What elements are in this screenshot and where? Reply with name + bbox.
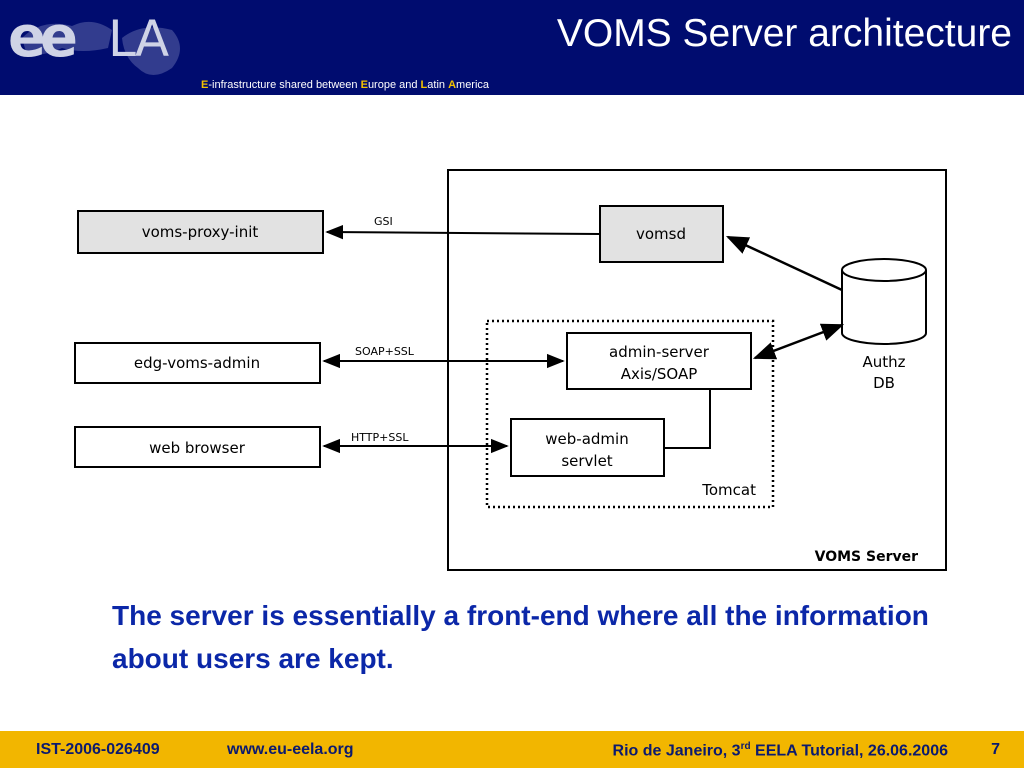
- soap-ssl-label: SOAP+SSL: [355, 345, 415, 358]
- architecture-diagram: VOMS Server Tomcat voms-proxy-init edg-v…: [74, 169, 947, 571]
- web-admin-servlet-box: [510, 418, 665, 477]
- admin-server-box: [566, 332, 752, 390]
- edg-voms-admin-box: [74, 342, 321, 384]
- vomsd-label: vomsd: [636, 225, 686, 243]
- axis-soap-label: Axis/SOAP: [621, 365, 698, 383]
- eela-logo: ee LA: [0, 0, 200, 95]
- edg-voms-admin-label: edg-voms-admin: [134, 354, 260, 372]
- db-vomsd-arrow: [725, 235, 843, 292]
- world-map-icon: [22, 21, 180, 75]
- db-label: DB: [873, 374, 895, 392]
- web-admin-label: web-admin: [545, 430, 628, 448]
- logo-la-text: LA: [108, 10, 169, 68]
- event-info: Rio de Janeiro, 3rd EELA Tutorial, 26.06…: [612, 741, 948, 760]
- project-id: IST-2006-026409: [36, 741, 160, 758]
- gsi-label: GSI: [374, 215, 393, 228]
- website-link[interactable]: www.eu-eela.org: [227, 741, 354, 758]
- servlet-label: servlet: [561, 452, 612, 470]
- web-browser-box: [74, 426, 321, 468]
- web-browser-label: web browser: [149, 439, 246, 457]
- db-admin-arrow: [752, 323, 845, 360]
- tomcat-container: [485, 319, 775, 509]
- http-ssl-label: HTTP+SSL: [351, 431, 409, 444]
- voms-proxy-init-label: voms-proxy-init: [142, 223, 259, 241]
- page-number: 7: [991, 741, 1000, 758]
- caption-text: The server is essentially a front-end wh…: [112, 600, 929, 674]
- tomcat-label: Tomcat: [701, 481, 756, 499]
- gsi-arrow: [325, 224, 601, 240]
- page-title: VOMS Server architecture: [556, 12, 1012, 55]
- voms-server-label: VOMS Server: [815, 549, 918, 565]
- logo-ee-text: ee: [8, 5, 78, 70]
- admin-server-label: admin-server: [609, 343, 710, 361]
- header-bar: ee LA VOMS Server architecture E-infrast…: [0, 0, 1024, 95]
- footer-bar: IST-2006-026409 www.eu-eela.org Rio de J…: [0, 731, 1024, 768]
- admin-webadmin-connector: [665, 390, 711, 449]
- voms-proxy-init-box: [77, 210, 324, 254]
- authz-db-cylinder: [841, 258, 927, 345]
- authz-label: Authz: [862, 353, 905, 371]
- tagline: E-infrastructure shared between Europe a…: [201, 79, 490, 91]
